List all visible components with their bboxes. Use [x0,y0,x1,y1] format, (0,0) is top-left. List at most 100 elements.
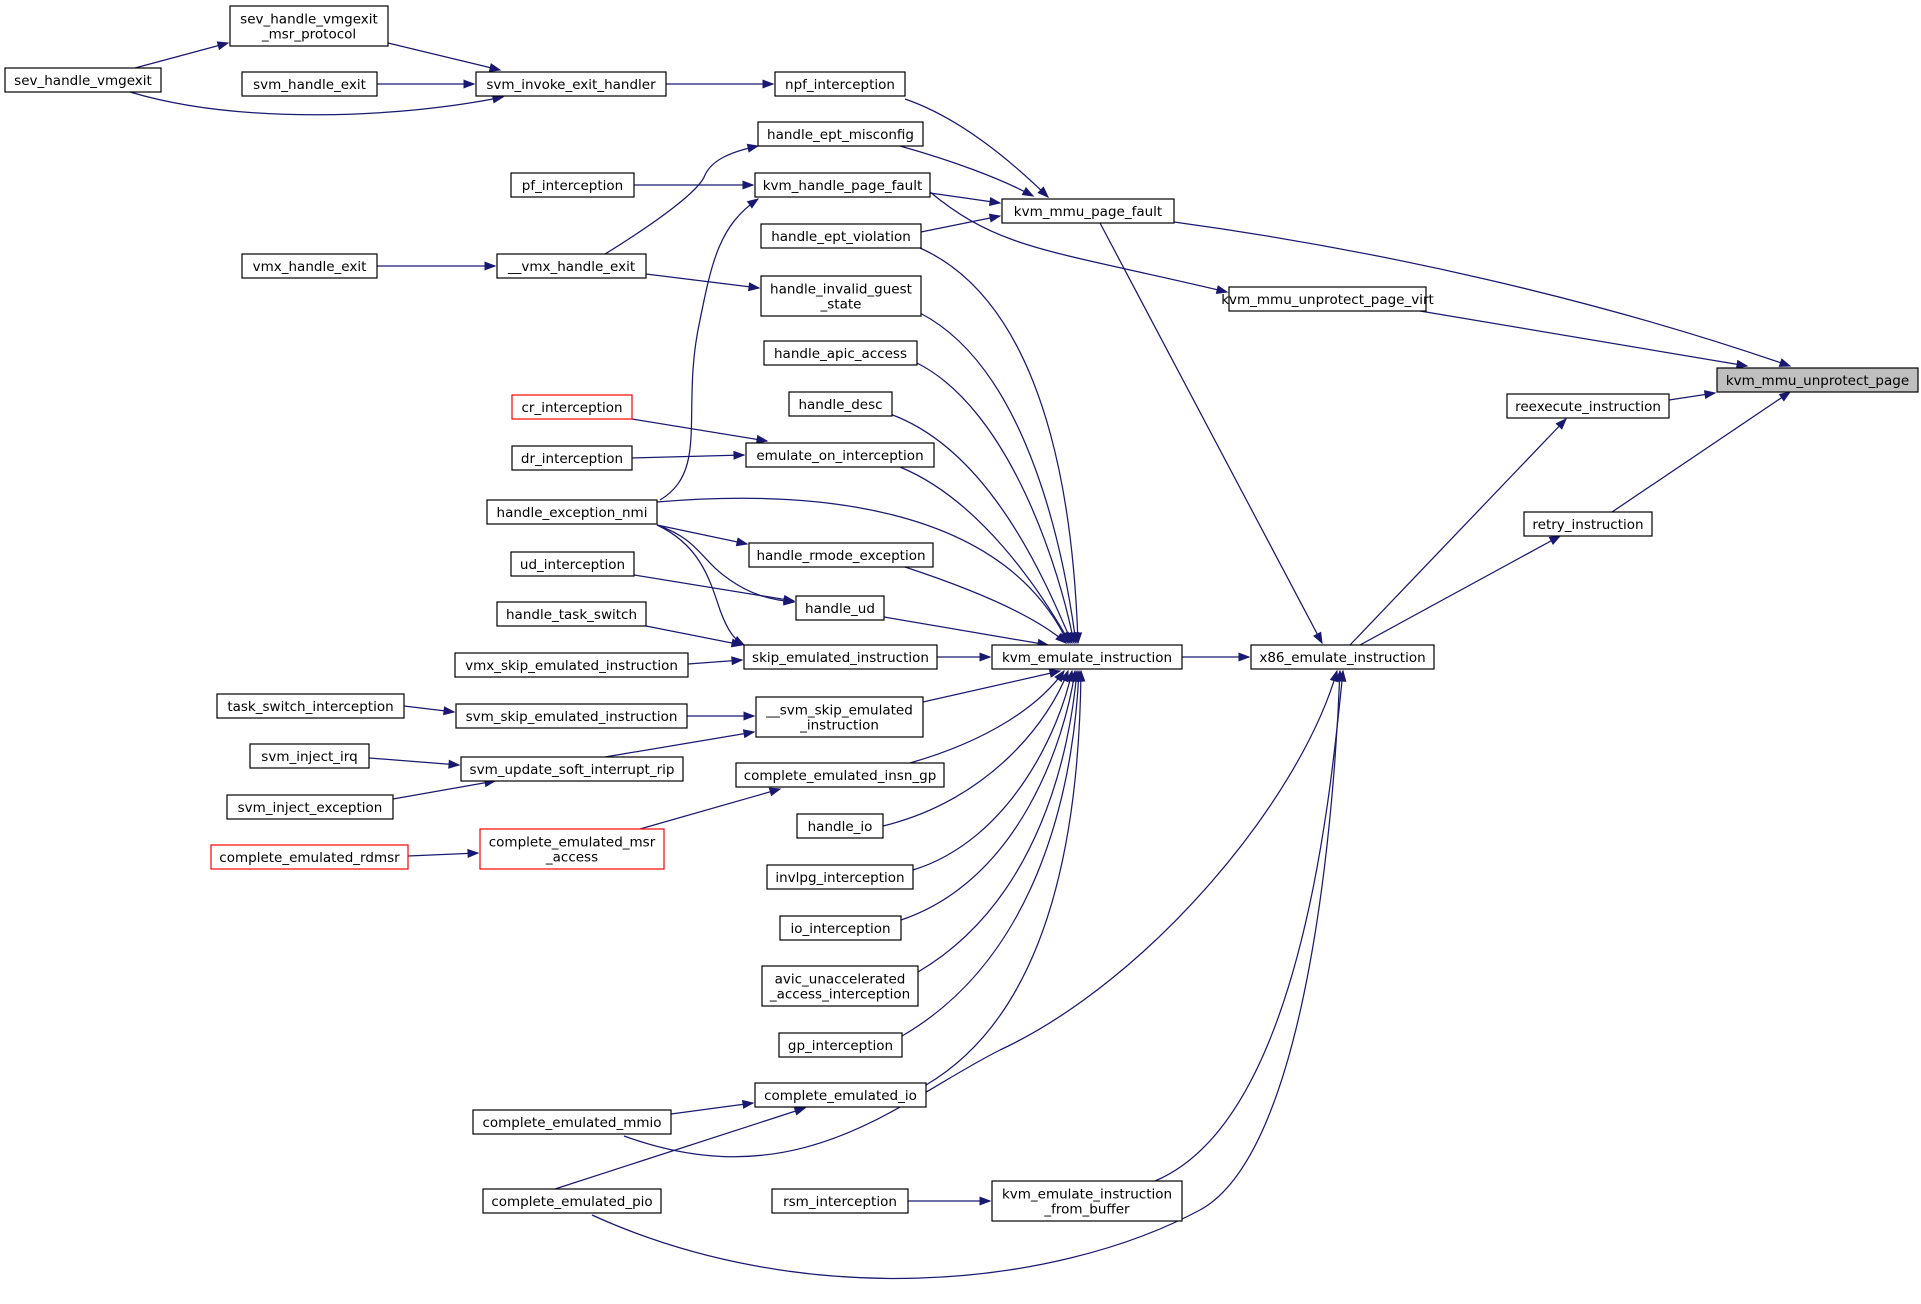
node-io-interception[interactable]: io_interception [779,915,902,941]
node-handle-rmode-exception[interactable]: handle_rmode_exception [748,542,934,568]
node-sev-handle-vmgexit-msr-protocol[interactable]: sev_handle_vmgexit_msr_protocol [229,5,389,47]
node-gp-interception[interactable]: gp_interception [778,1032,903,1058]
edge-line [1419,310,1748,367]
edge-line [925,670,1082,1086]
node-pf-interception[interactable]: pf_interception [510,172,635,198]
edge-complete-emulated-pio-to-complete-emulated-io [554,1106,807,1190]
node-ud-interception[interactable]: ud_interception [510,551,635,577]
edge-line [929,191,1228,293]
edge-arrowhead [488,63,502,72]
node-kvm-mmu-unprotect-page-virt[interactable]: kvm_mmu_unprotect_page_virt [1221,286,1434,312]
node-vmx-handle-exit-inner[interactable]: __vmx_handle_exit [496,253,647,279]
node-svm-skip-emulated-instruction-inner[interactable]: __svm_skip_emulated_instruction [755,696,924,738]
edge-arrowhead [484,261,497,271]
node-svm-inject-irq[interactable]: svm_inject_irq [249,743,370,769]
node-kvm-handle-page-fault[interactable]: kvm_handle_page_fault [754,172,931,198]
node-label: handle_rmode_exception [756,548,925,564]
node-svm-update-soft-interrupt-rip[interactable]: svm_update_soft_interrupt_rip [460,756,684,782]
node-complete-emulated-io[interactable]: complete_emulated_io [754,1082,927,1108]
node-box [743,644,938,670]
node-box [760,275,922,317]
node-label: vmx_skip_emulated_instruction [465,658,678,674]
node-label: svm_update_soft_interrupt_rip [470,762,675,778]
edge-arrowhead [746,143,760,153]
node-box [778,1032,903,1058]
node-vmx-skip-emulated-instruction[interactable]: vmx_skip_emulated_instruction [454,652,689,678]
node-handle-ept-misconfig[interactable]: handle_ept_misconfig [757,121,924,147]
node-handle-task-switch[interactable]: handle_task_switch [496,601,647,627]
edge-complete-emulated-msr-access-to-complete-emulated-insn-gp [639,787,782,830]
edge-arrowhead [793,1106,807,1116]
edge-svm-update-soft-interrupt-rip-to-svm-skip-emulated-instruction-inner [604,729,756,758]
edge-line [919,312,1077,644]
node-box [795,595,885,621]
node-task-switch-interception[interactable]: task_switch_interception [216,693,405,719]
node-handle-io[interactable]: handle_io [796,813,884,839]
node-complete-emulated-insn-gp[interactable]: complete_emulated_insn_gp [735,762,945,788]
node-box [755,696,924,738]
node-reexecute-instruction[interactable]: reexecute_instruction [1506,393,1670,419]
node-svm-inject-exception[interactable]: svm_inject_exception [226,794,394,820]
node-box [991,1180,1183,1222]
node-retry-instruction[interactable]: retry_instruction [1523,511,1653,537]
node-complete-emulated-pio[interactable]: complete_emulated_pio [482,1188,662,1214]
node-box [496,253,647,279]
node-kvm-mmu-page-fault[interactable]: kvm_mmu_page_fault [1001,198,1175,224]
edge-arrowhead [742,180,755,190]
node-avic-unaccelerated-access-interception[interactable]: avic_unaccelerated_access_interception [761,965,919,1007]
node-box [510,551,635,577]
node-complete-emulated-mmio[interactable]: complete_emulated_mmio [472,1109,672,1135]
edge-handle-task-switch-to-skip-emulated-instruction [645,625,744,648]
edge-line [656,524,795,603]
edge-arrowhead [467,848,480,858]
node-label: __vmx_handle_exit [507,259,635,275]
node-label: invlpg_interception [775,870,904,886]
node-handle-invalid-guest-state[interactable]: handle_invalid_guest_state [760,275,922,317]
node-label: _state [820,297,862,313]
node-handle-exception-nmi[interactable]: handle_exception_nmi [486,499,658,525]
edge-kvm-emulate-instruction-to-x86-emulate-instruction [1182,652,1251,662]
node-label: __svm_skip_emulated [765,703,913,719]
node-emulate-on-interception[interactable]: emulate_on_interception [745,442,935,468]
node-x86-emulate-instruction[interactable]: x86_emulate_instruction [1250,644,1435,670]
edge-complete-emulated-io-to-kvm-emulate-instruction [925,669,1086,1086]
node-skip-emulated-instruction[interactable]: skip_emulated_instruction [743,644,938,670]
node-svm-skip-emulated-instruction[interactable]: svm_skip_emulated_instruction [455,703,688,729]
node-handle-apic-access[interactable]: handle_apic_access [763,340,918,366]
node-handle-ept-violation[interactable]: handle_ept_violation [760,223,922,249]
node-vmx-handle-exit[interactable]: vmx_handle_exit [241,253,378,279]
node-complete-emulated-rdmsr[interactable]: complete_emulated_rdmsr [210,844,409,870]
node-kvm-mmu-unprotect-page[interactable]: kvm_mmu_unprotect_page [1716,367,1919,393]
node-dr-interception[interactable]: dr_interception [511,445,633,471]
node-handle-ud[interactable]: handle_ud [795,595,885,621]
edge-line [656,524,748,545]
edge-line [633,574,795,602]
edge-gp-interception-to-kvm-emulate-instruction [901,669,1084,1037]
node-svm-invoke-exit-handler[interactable]: svm_invoke_exit_handler [475,71,667,97]
node-handle-desc[interactable]: handle_desc [788,391,893,417]
node-rsm-interception[interactable]: rsm_interception [771,1188,909,1214]
edge-complete-emulated-insn-gp-to-kvm-emulate-instruction [909,669,1065,764]
node-svm-handle-exit[interactable]: svm_handle_exit [241,71,378,97]
edge-line [631,454,745,459]
node-box [1506,393,1670,419]
node-kvm-emulate-instruction-from-buffer[interactable]: kvm_emulate_instruction_from_buffer [991,1180,1183,1222]
node-invlpg-interception[interactable]: invlpg_interception [766,864,914,890]
edge-arrowhead [1778,391,1792,402]
node-kvm-emulate-instruction[interactable]: kvm_emulate_instruction [991,644,1183,670]
edge-line [912,670,1073,871]
node-cr-interception[interactable]: cr_interception [511,394,633,420]
edge-line [899,466,1071,644]
edge-line [368,757,460,766]
node-sev-handle-vmgexit[interactable]: sev_handle_vmgexit [4,67,162,93]
edge-complete-emulated-mmio-to-x86-emulate-instruction [623,669,1339,1158]
node-label: kvm_mmu_unprotect_page [1726,373,1909,389]
node-label: kvm_emulate_instruction [1002,1187,1172,1203]
node-npf-interception[interactable]: npf_interception [774,71,906,97]
node-box [455,703,688,729]
edge-arrowhead [443,706,456,716]
node-complete-emulated-msr-access[interactable]: complete_emulated_msr_access [479,828,665,870]
node-label: io_interception [790,921,890,937]
edge-arrowhead [1055,632,1068,644]
